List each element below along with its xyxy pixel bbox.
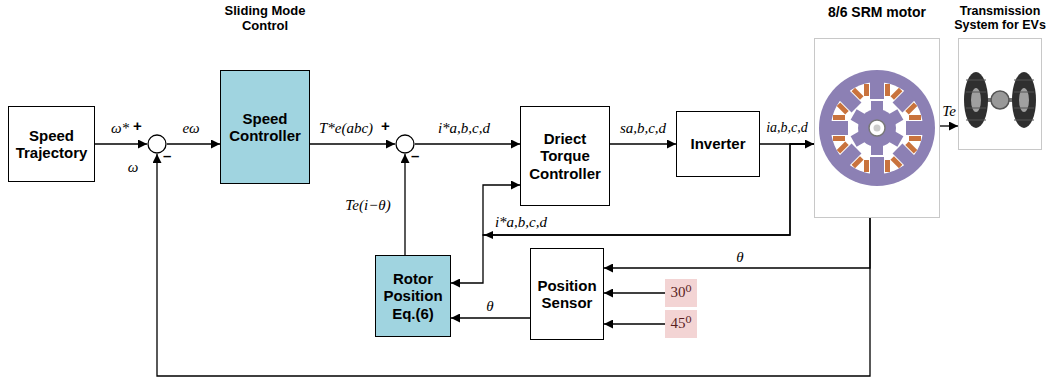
heading: Transmission System for EVs [952, 4, 1048, 33]
signal-line [310, 143, 395, 144]
signal-label: θ [735, 249, 744, 266]
srm-motor-illustration [819, 70, 935, 186]
signal-label: eω [181, 120, 200, 137]
motor-frame: 8/6 SRM motor [814, 4, 940, 218]
frame [814, 38, 940, 218]
frame [958, 38, 1042, 150]
ev-wheels-illustration [964, 72, 1036, 128]
summing-junction: +– [147, 134, 167, 154]
box-label: Inverter [680, 135, 756, 152]
box-label: Speed Trajectory [12, 127, 91, 162]
signal-label: ω* [110, 120, 130, 137]
signal-line [167, 143, 220, 144]
heading: Sliding Mode Control [209, 4, 321, 34]
angle-tag: 30⁰ [665, 279, 697, 306]
signal-line [604, 218, 870, 268]
sensor-box: Position Sensor [530, 248, 604, 340]
signal-label: ω [127, 159, 140, 176]
controller-box: Sliding Mode ControlSpeed Controller [220, 4, 310, 184]
signal-line [95, 143, 147, 144]
signal-label: T*e(abc) [318, 120, 374, 137]
box-label: Position Sensor [534, 277, 600, 312]
heading: 8/6 SRM motor [814, 4, 940, 20]
signal-label: ia,b,c,d [765, 120, 809, 135]
box-label: Driect Torque Controller [524, 130, 606, 182]
process-box: Inverter [676, 111, 760, 177]
angle-value: 45⁰ [666, 315, 696, 332]
angle-value: 30⁰ [666, 284, 696, 301]
process-box: Driect Torque Controller [520, 106, 610, 206]
vehicle-frame: Transmission System for EVs [958, 4, 1042, 150]
angle-tag: 45⁰ [665, 310, 697, 337]
signal-label: Te(i−θ) [344, 197, 391, 214]
signal-label: θ [485, 298, 494, 315]
signal-line [610, 143, 676, 144]
signal-label: i*a,b,c,d [437, 120, 491, 137]
sign: – [163, 147, 171, 164]
signal-line [940, 125, 958, 126]
signal-label: Te [941, 103, 957, 120]
signal-label: sa,b,c,d [619, 120, 667, 137]
signal-line [604, 292, 665, 293]
box-label: Rotor Position Eq.(6) [379, 270, 447, 322]
sign: + [381, 117, 390, 134]
signal-line [415, 143, 520, 144]
signal-line [451, 317, 530, 318]
signal-line [157, 154, 870, 376]
sign: – [411, 147, 419, 164]
sign: + [133, 117, 142, 134]
frame: Speed Controller [220, 70, 310, 184]
box-label: Speed Controller [224, 110, 306, 145]
process-box: Speed Trajectory [8, 106, 95, 182]
signal-line [604, 323, 665, 324]
summing-junction: +– [395, 134, 415, 154]
signal-label: i*a,b,c,d [494, 214, 548, 231]
signal-line [404, 154, 405, 255]
estimator-box: Rotor Position Eq.(6) [375, 255, 451, 337]
